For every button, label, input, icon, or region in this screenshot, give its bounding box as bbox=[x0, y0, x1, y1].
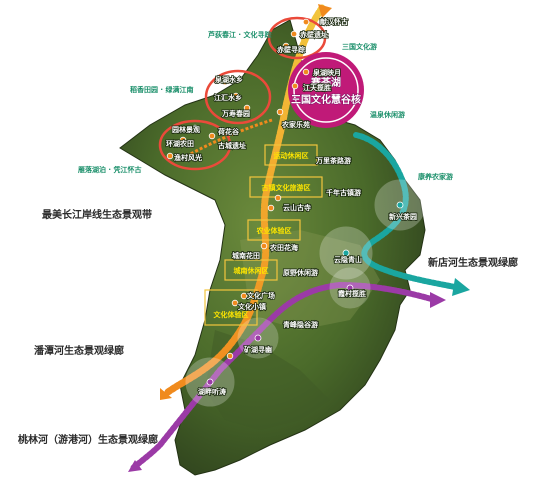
label-juemian: 献汉怀古 bbox=[320, 17, 348, 26]
region-terrain bbox=[119, 19, 426, 476]
headline-line1: 赛荟湖 bbox=[310, 76, 341, 89]
label-xinxing: 新兴茶园 bbox=[389, 212, 417, 221]
label-qiannian: 千年古镇游 bbox=[326, 188, 361, 197]
corridor-changjiang: 最美长江岸线生态景观带 bbox=[42, 208, 152, 221]
label-wenhua2: 文化小镇 bbox=[238, 302, 266, 311]
purple-arrow-right bbox=[430, 292, 446, 308]
label-hupan: 湖畔听涛 bbox=[198, 387, 226, 396]
poi-dots bbox=[166, 18, 310, 360]
label-chibi1: 赤壁遗址 bbox=[300, 30, 328, 39]
label-wanshou: 万寿春园 bbox=[221, 109, 250, 118]
ring-mid bbox=[204, 69, 272, 125]
label-wenquan: 温泉休闲游 bbox=[370, 110, 405, 119]
orange-branch bbox=[179, 118, 273, 162]
zone-label: 古镇文化旅游区 bbox=[262, 183, 311, 192]
label-luping: 芦荻春江 · 文化寻踪 bbox=[208, 30, 272, 39]
ring-lower bbox=[158, 119, 232, 171]
label-xiacun: 霞村揽胜 bbox=[338, 289, 366, 298]
corridor-xindian: 新店河生态景观绿廊 bbox=[428, 256, 518, 269]
label-sanguo: 三国文化游 bbox=[342, 42, 377, 51]
label-qingfeng: 青峰隐谷游 bbox=[283, 320, 318, 329]
label-yuanlin: 园林景观 bbox=[172, 125, 200, 134]
label-huanlin: 环湖农田 bbox=[166, 139, 194, 148]
purple-arrow-left bbox=[128, 460, 142, 472]
label-chengnan: 城南花田 bbox=[232, 251, 260, 260]
label-hegu: 荷花谷 bbox=[217, 127, 240, 136]
zone-label: 城南休闲区 bbox=[234, 266, 269, 275]
purple-dots bbox=[206, 284, 354, 386]
label-yuqun: 渔村风光 bbox=[174, 153, 202, 162]
label-chibi2: 赤壁寻踪 bbox=[277, 45, 305, 54]
zone-box-guzhen: 古镇文化旅游区 bbox=[249, 176, 323, 198]
label-yunshan: 云山古寺 bbox=[283, 203, 311, 212]
teal-arrow bbox=[452, 278, 470, 296]
label-kuanghu: 矿湖寻幽 bbox=[244, 345, 272, 354]
label-quanhu2: 泉湖映月 bbox=[313, 68, 341, 77]
label-shuxiang: 稻香田园 · 绿满江南 bbox=[130, 85, 194, 94]
label-kangyang: 康养农家游 bbox=[418, 172, 453, 181]
label-nongxiang: 农家乐苑 bbox=[281, 120, 310, 129]
label-yunyin: 云隐青山 bbox=[334, 255, 362, 264]
label-jiangtian: 江天揽胜 bbox=[303, 83, 331, 92]
label-quanhu: 泉湖水乡 bbox=[215, 75, 243, 84]
label-wanli: 万里茶路游 bbox=[315, 156, 351, 165]
ribbon-arrow-bottom bbox=[160, 388, 172, 400]
zone-box-chengnan: 城南休闲区 bbox=[224, 259, 278, 281]
teal-ribbon-route bbox=[353, 132, 463, 291]
zone-label: 运动休闲区 bbox=[274, 151, 309, 160]
headline-ring-inner bbox=[293, 57, 359, 123]
purple-ribbon-route bbox=[130, 281, 438, 471]
label-yuanye: 原野休闲游 bbox=[283, 268, 318, 277]
ring-top bbox=[267, 16, 327, 60]
zone-box-wenhua: 文化体验区 bbox=[204, 289, 258, 326]
zone-label: 文化体验区 bbox=[214, 310, 249, 319]
corridor-taolin: 桃林河（游港河）生态景观绿廊 bbox=[18, 433, 158, 446]
headline-line2: 三国文化慧谷核 bbox=[291, 93, 361, 106]
label-nongtian: 农田花海 bbox=[269, 243, 298, 252]
ribbon-arrow-top bbox=[318, 4, 332, 18]
corridor-pantan: 潘潭河生态景观绿廊 bbox=[34, 344, 124, 357]
label-gucheng: 古城遗址 bbox=[218, 141, 246, 150]
zone-box-yundong: 运动休闲区 bbox=[264, 144, 318, 166]
zone-label: 农业体验区 bbox=[256, 226, 292, 235]
label-yinghe: 雁落湖泊 · 凭江怀古 bbox=[78, 165, 142, 174]
teal-dots bbox=[342, 201, 404, 257]
label-jianghui: 江汇水乡 bbox=[214, 93, 242, 102]
zone-box-nongye: 农业体验区 bbox=[247, 219, 301, 241]
label-wenhua1: 文化广场 bbox=[247, 291, 275, 300]
